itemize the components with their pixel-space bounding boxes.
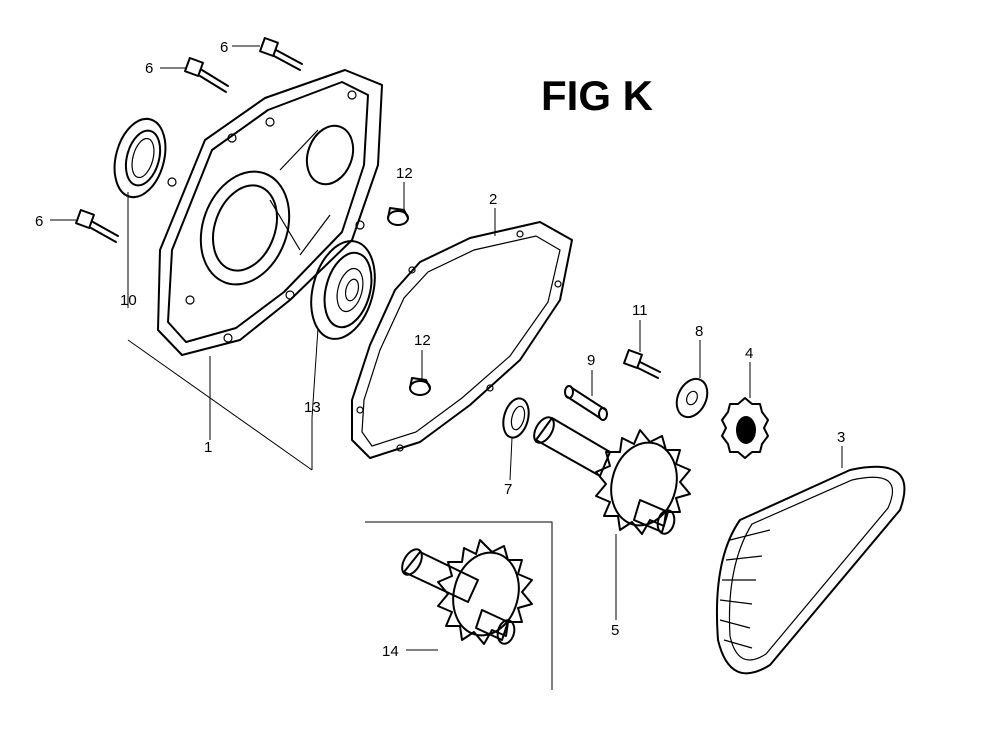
callout-12-upper: 12 <box>396 165 413 182</box>
bearing <box>310 240 376 340</box>
bolt-middle <box>184 57 229 93</box>
callout-7: 7 <box>504 481 512 498</box>
callout-2: 2 <box>489 191 497 208</box>
drive-sprocket <box>721 397 769 459</box>
callout-3: 3 <box>837 429 845 446</box>
callout-11: 11 <box>632 302 648 319</box>
thrust-washer <box>502 397 530 439</box>
dowel-pin-lower <box>409 377 431 396</box>
figure-title: FIG K <box>541 72 653 119</box>
callout-6-middle: 6 <box>145 60 153 77</box>
callout-4: 4 <box>745 345 753 362</box>
callout-1: 1 <box>204 439 212 456</box>
callout-13: 13 <box>304 399 321 416</box>
oil-seal <box>113 117 167 199</box>
callout-6-upper: 6 <box>220 39 228 56</box>
cover-housing <box>157 69 383 356</box>
leader-lines <box>50 45 843 651</box>
dowel-pin-upper <box>387 207 409 226</box>
callout-10: 10 <box>120 292 137 309</box>
drive-chain <box>715 465 906 675</box>
sprocket-bolt <box>623 349 661 379</box>
inset-alternative-part <box>365 521 553 690</box>
flat-washer <box>675 377 709 419</box>
callout-8: 8 <box>695 323 703 340</box>
callout-9: 9 <box>587 352 595 369</box>
gasket <box>351 221 573 459</box>
callout-14: 14 <box>382 643 399 660</box>
callout-12-lower: 12 <box>414 332 431 349</box>
key-pin <box>564 385 608 421</box>
callout-5: 5 <box>611 622 619 639</box>
callout-6-lower: 6 <box>35 213 43 230</box>
driven-shaft-sprocket <box>533 416 691 535</box>
bolt-upper <box>259 37 303 71</box>
bolt-lower <box>75 209 119 243</box>
